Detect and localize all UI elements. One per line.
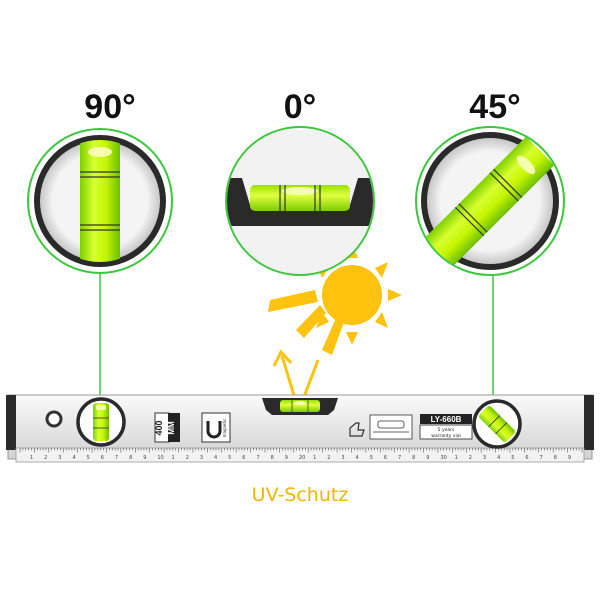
ruler-number: 6 [384,455,387,461]
ruler-number: 30 [440,455,446,461]
sun-icon [268,245,402,355]
angle-label-90: 90° [84,88,136,126]
ruler-number: 1 [313,455,316,461]
model-label: LY-660B 5 years warranty vial [419,414,473,440]
thumbs-up-icon [349,422,365,437]
ruler-number: 8 [271,455,274,461]
ruler-number: 9 [568,455,571,461]
ruler-number: 7 [540,455,543,461]
vial-diagram-icon [369,414,413,440]
length-label: 400 MM [154,412,180,443]
ruler-number: 9 [143,455,146,461]
ruler-number: 4 [356,455,359,461]
ruler-number: 7 [398,455,401,461]
ruler-number: 10 [157,455,163,461]
callout-0-circle [225,126,375,276]
callout-diagonal-vial [423,136,555,268]
ruler-number: 6 [101,455,104,461]
diagonal-vial [479,406,515,442]
callout-vertical-vial [80,140,120,262]
ruler-number: 2 [186,455,189,461]
angle-label-45: 45° [469,88,521,126]
ruler-number: 6 [242,455,245,461]
magnetic-text: magnetic [222,419,227,438]
warranty-line2: warranty vial [431,433,460,439]
ruler-number: 5 [370,455,373,461]
ruler-number: 4 [214,455,217,461]
uv-protection-caption: UV-Schutz [251,484,349,506]
ruler-number: 2 [44,455,47,461]
ruler-strip [15,447,585,463]
callout-45-circle [415,126,565,276]
ruler-number: 2 [327,455,330,461]
ruler-number: 3 [483,455,486,461]
ruler-number: 3 [200,455,203,461]
warranty-line1: 5 years [438,427,455,433]
ruler-number: 1 [455,455,458,461]
ruler-number: 7 [256,455,259,461]
ruler-number: 5 [87,455,90,461]
ruler-number: 8 [129,455,132,461]
end-cap-left [6,395,16,450]
ruler-number: 20 [299,455,305,461]
ruler-number: 8 [412,455,415,461]
ruler-number: 4 [72,455,75,461]
horizontal-vial [280,400,320,412]
spirit-level: 1 2 3 4 5 6 7 8 9 10 1 2 3 4 5 6 7 8 9 20 1 2 3 4 5 6 7 8 9 30 1 2 3 4 5 6 7… [6,394,594,463]
ruler-number: 5 [228,455,231,461]
length-400-text: 400 [154,420,164,435]
ruler-number: 3 [341,455,344,461]
callout-90-circle [27,128,173,274]
ruler-number: 5 [511,455,514,461]
vertical-vial [93,403,109,441]
callout-vial-housing [227,178,373,226]
callout-horizontal-vial [250,185,350,211]
magnet-icon: magnetic [201,412,231,443]
ruler-number: 9 [285,455,288,461]
ruler-number: 6 [525,455,528,461]
ruler-number: 8 [554,455,557,461]
end-cap-right [584,395,594,450]
ruler-number: 4 [497,455,500,461]
length-mm-text: MM [167,421,176,435]
angle-label-0: 0° [283,88,317,126]
ruler-number: 2 [469,455,472,461]
hanging-hole [45,410,63,428]
ruler-number: 1 [30,455,33,461]
ruler-number: 1 [172,455,175,461]
ruler-number: 7 [115,455,118,461]
ruler-number: 9 [426,455,429,461]
ruler-number: 3 [58,455,61,461]
model-text: LY-660B [431,415,462,424]
